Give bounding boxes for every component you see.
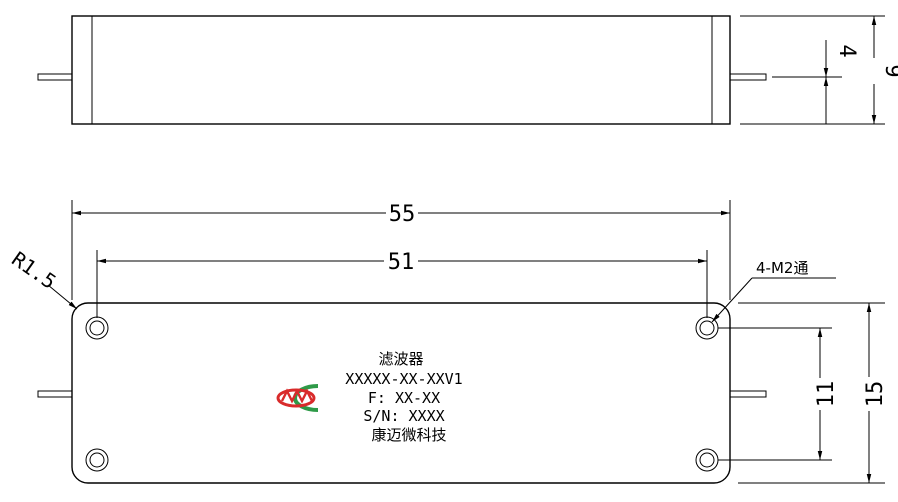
corner-radius-label: R1.5 bbox=[7, 247, 60, 294]
side-pin-right bbox=[729, 73, 767, 81]
dim-hole-spacing-x-label: 51 bbox=[388, 250, 415, 275]
hole-callout-leader bbox=[711, 277, 753, 323]
side-pin-left bbox=[37, 73, 73, 81]
mount-hole-tl bbox=[85, 316, 109, 340]
logo-mw-glyph bbox=[280, 388, 314, 404]
logo-red-ring bbox=[276, 388, 316, 408]
dim-outer-length-label: 55 bbox=[389, 202, 416, 227]
top-view: 55 51 R1.5 4-M2通 11 15 滤波器 bbox=[7, 200, 888, 484]
hole-callout-label: 4-M2通 bbox=[756, 259, 808, 277]
top-pin-left bbox=[37, 390, 73, 398]
label-title: 滤波器 bbox=[378, 350, 423, 368]
radius-leader bbox=[47, 284, 78, 310]
side-view: 4 9 bbox=[37, 15, 898, 125]
label-serial: S/N: XXXX bbox=[363, 407, 444, 425]
dim-pin-height-label: 4 bbox=[834, 44, 859, 57]
label-freq: F: XX-XX bbox=[368, 389, 440, 407]
top-pin-right bbox=[729, 390, 767, 398]
dim-height-total-label: 9 bbox=[880, 64, 898, 77]
dim-outer-width-label: 15 bbox=[863, 381, 888, 408]
mount-hole-tr bbox=[695, 316, 719, 340]
side-body-outline bbox=[71, 15, 731, 125]
company-logo bbox=[276, 384, 319, 412]
label-company: 康迈微科技 bbox=[371, 426, 446, 444]
label-model: XXXXX-XX-XXV1 bbox=[345, 370, 462, 388]
mount-hole-bl bbox=[85, 448, 109, 472]
logo-green-arc bbox=[293, 384, 319, 412]
dim-hole-spacing-y-label: 11 bbox=[814, 381, 839, 408]
mount-hole-br bbox=[695, 448, 719, 472]
